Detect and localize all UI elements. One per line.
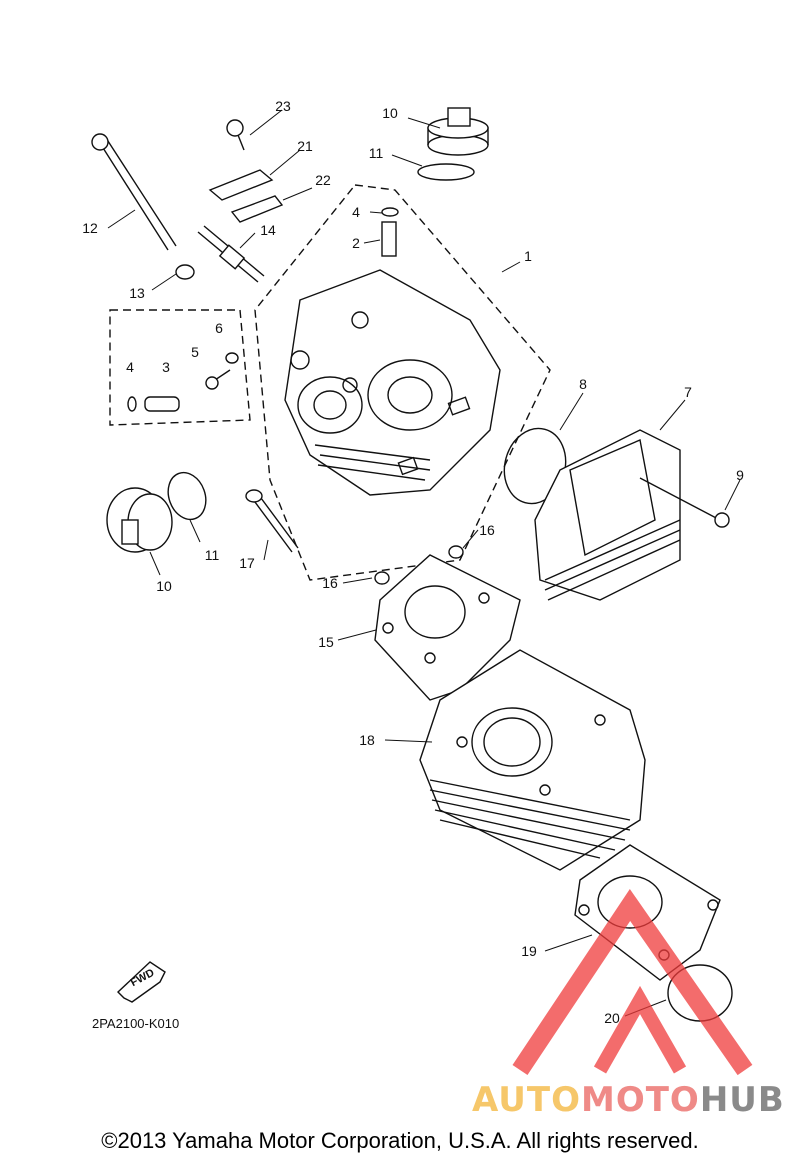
cover-21 [208, 169, 274, 201]
callout-14: 14 [260, 222, 276, 238]
callout-15: 15 [318, 634, 334, 650]
callout-16-right: 16 [479, 522, 495, 538]
head-group-outline [254, 184, 551, 581]
callout-4-top: 4 [352, 204, 360, 220]
bolt-17 [251, 493, 299, 553]
callout-23: 23 [275, 98, 291, 114]
callout-11-top: 11 [368, 145, 384, 161]
callout-3: 3 [162, 359, 170, 375]
dowel-16a [374, 571, 390, 585]
watermark-part-moto: MOTO [580, 1080, 700, 1120]
gasket-22 [230, 195, 284, 223]
callout-6: 6 [215, 320, 223, 336]
callout-2: 2 [352, 235, 360, 251]
callout-4-left: 4 [126, 359, 134, 375]
gasket-19 [574, 844, 721, 981]
callout-20: 20 [604, 1010, 620, 1026]
bolt-9 [639, 477, 721, 521]
dowel-16b [448, 545, 464, 559]
diagram-code: 2PA2100-K010 [92, 1016, 180, 1031]
callout-22: 22 [315, 172, 331, 188]
callout-18: 18 [359, 732, 375, 748]
o-ring-11-top [417, 163, 475, 181]
clip-4-top [381, 207, 399, 217]
watermark-part-hub: HUB [699, 1080, 785, 1120]
watermark-part-auto: AUTO [472, 1080, 581, 1120]
side-cover-7 [534, 429, 681, 601]
callout-7: 7 [684, 384, 692, 400]
callout-13: 13 [129, 285, 145, 301]
gasket-15 [374, 554, 521, 701]
washer-6 [225, 352, 239, 364]
watermark-text: AUTOMOTOHUB [472, 1080, 785, 1120]
callout-11-left: 11 [204, 547, 220, 563]
washer-13 [175, 264, 195, 280]
callout-12: 12 [82, 220, 98, 236]
callout-16-left: 16 [322, 575, 338, 591]
cap-10-top [427, 107, 489, 156]
callout-8: 8 [579, 376, 587, 392]
fwd-arrow-icon [116, 961, 166, 1003]
cylinder-18 [419, 649, 646, 871]
callout-10-left: 10 [156, 578, 172, 594]
callout-5: 5 [191, 344, 199, 360]
stud-bolt-12 [97, 137, 177, 251]
callout-10-top: 10 [382, 105, 398, 121]
watermark-logo [512, 889, 753, 1076]
guide-2 [381, 221, 397, 257]
callout-9: 9 [736, 467, 744, 483]
valve-group-outline [109, 309, 251, 426]
callout-17: 17 [239, 555, 255, 571]
clip-4-left [127, 396, 137, 412]
cylinder-head [284, 269, 501, 496]
callout-19: 19 [521, 943, 537, 959]
callout-21: 21 [297, 138, 313, 154]
callout-1: 1 [524, 248, 532, 264]
copyright-notice: ©2013 Yamaha Motor Corporation, U.S.A. A… [101, 1128, 699, 1153]
cap-10-left [106, 487, 173, 553]
o-ring-11-left [167, 471, 207, 521]
guide-3 [144, 396, 180, 412]
